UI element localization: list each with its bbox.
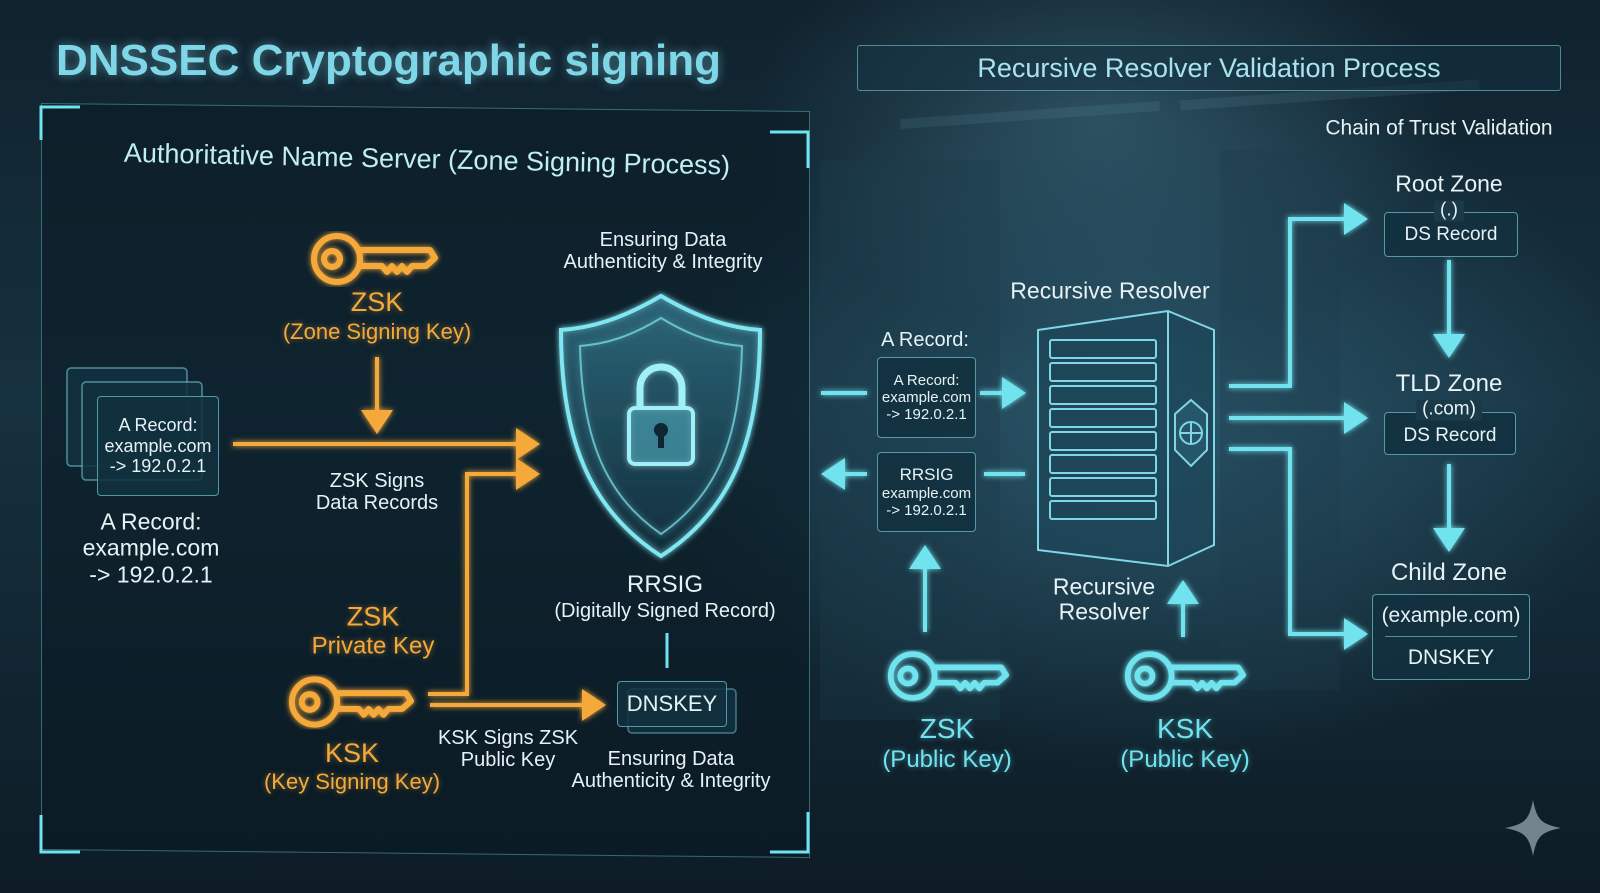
- zsk-signs-label: ZSK Signs Data Records: [316, 470, 438, 514]
- a-record-label: A Record: example.com -> 192.0.2.1: [83, 508, 220, 587]
- rrsig-label: RRSIG: [626, 570, 704, 598]
- resolver-process-header: Recursive Resolver Validation Process: [857, 45, 1561, 91]
- zsk-key-icon: [314, 236, 435, 282]
- box-text: DNSKEY: [1407, 646, 1495, 670]
- rrsig-desc: (Digitally Signed Record): [554, 600, 776, 622]
- ksk-public-key-icon: [1128, 654, 1243, 698]
- label-line: example.com: [82, 534, 220, 561]
- label-line: ZSK: [919, 712, 975, 744]
- ksk-public-key-label: KSK (Public Key): [1120, 712, 1249, 774]
- box-text: DS Record: [1403, 424, 1497, 446]
- ksk-key-icon: [292, 679, 411, 724]
- box-line: A Record:: [893, 371, 960, 389]
- dnskey-text: DNSKEY: [626, 691, 718, 717]
- label-line: ZSK Signs: [329, 470, 425, 492]
- label-line: Authenticity & Integrity: [571, 770, 771, 792]
- ksk-desc: (Key Signing Key): [263, 768, 441, 794]
- box-text: (example.com): [1381, 603, 1521, 627]
- zsk-desc: (Zone Signing Key): [282, 318, 472, 344]
- label-line: Private Key: [311, 632, 435, 660]
- dnskey-box: DNSKEY: [617, 681, 727, 727]
- tld-zone-label: TLD Zone: [1395, 369, 1503, 397]
- label-line: Recursive: [1052, 573, 1156, 600]
- page-title: DNSSEC Cryptographic signing: [56, 36, 721, 85]
- box-line: example.com: [881, 388, 972, 406]
- panel-corner-accents: [39, 105, 810, 854]
- label-line: Authenticity & Integrity: [563, 251, 763, 273]
- root-zone-label: Root Zone: [1395, 170, 1503, 197]
- resolver-label: Recursive Resolver: [1052, 573, 1156, 626]
- tld-zone-sub: (.com): [1416, 399, 1482, 421]
- label-line: (Public Key): [882, 745, 1012, 773]
- label-line: Data Records: [315, 492, 439, 514]
- zsk-private-key-label: ZSK Private Key: [312, 600, 435, 661]
- a-record-heading: A Record:: [881, 329, 969, 351]
- resolver-to-root-arrow: [1229, 203, 1368, 388]
- resolver-title: Recursive Resolver: [1010, 277, 1210, 304]
- label-line: -> 192.0.2.1: [89, 561, 213, 588]
- ksk-label: KSK: [324, 738, 380, 769]
- label-line: Ensuring Data: [599, 229, 727, 251]
- box-line: -> 192.0.2.1: [886, 406, 967, 424]
- root-zone-sub: (.): [1434, 200, 1464, 222]
- zsk-public-key-icon: [891, 654, 1006, 698]
- label-line: Resolver: [1058, 599, 1150, 625]
- ensuring-integrity-top: Ensuring Data Authenticity & Integrity: [564, 229, 763, 273]
- box-line: example.com: [881, 484, 972, 502]
- label-line: KSK: [1156, 712, 1214, 744]
- zsk-public-key-label: ZSK (Public Key): [882, 712, 1011, 774]
- sparkle-icon: [1505, 800, 1561, 856]
- card-line: A Record:: [118, 414, 198, 435]
- rrsig-box: RRSIG example.com -> 192.0.2.1: [877, 452, 976, 532]
- card-line: -> 192.0.2.1: [109, 456, 207, 477]
- label-line: ZSK: [346, 601, 400, 632]
- shield-lock-icon: [558, 293, 763, 559]
- zsk-label: ZSK: [350, 287, 404, 318]
- box-text: DS Record: [1404, 223, 1498, 245]
- header-text: Recursive Resolver Validation Process: [977, 52, 1441, 83]
- server-icon: [1037, 309, 1215, 568]
- a-record-box: A Record: example.com -> 192.0.2.1: [877, 357, 976, 438]
- label-line: Ensuring Data: [607, 748, 735, 770]
- label-line: Public Key: [460, 749, 556, 771]
- label-line: KSK Signs ZSK: [437, 727, 579, 749]
- ksk-signs-label: KSK Signs ZSK Public Key: [438, 727, 578, 771]
- label-line: A Record:: [100, 508, 202, 535]
- child-zone-box: (example.com) DNSKEY: [1372, 594, 1530, 680]
- tld-ds-record-box: DS Record: [1384, 412, 1516, 455]
- box-line: RRSIG: [899, 464, 954, 484]
- divider: [1385, 636, 1517, 638]
- chain-of-trust-label: Chain of Trust Validation: [1325, 116, 1553, 140]
- card-line: example.com: [104, 435, 212, 456]
- child-zone-label: Child Zone: [1390, 558, 1508, 586]
- a-record-card: A Record: example.com -> 192.0.2.1: [97, 396, 219, 496]
- zsk-private-to-shield-arrow: [428, 458, 540, 696]
- server-rack-background: [820, 160, 1000, 720]
- box-line: -> 192.0.2.1: [886, 501, 967, 519]
- resolver-to-child-arrow: [1229, 447, 1368, 650]
- label-line: (Public Key): [1120, 745, 1250, 773]
- ensuring-integrity-bottom: Ensuring Data Authenticity & Integrity: [572, 748, 771, 792]
